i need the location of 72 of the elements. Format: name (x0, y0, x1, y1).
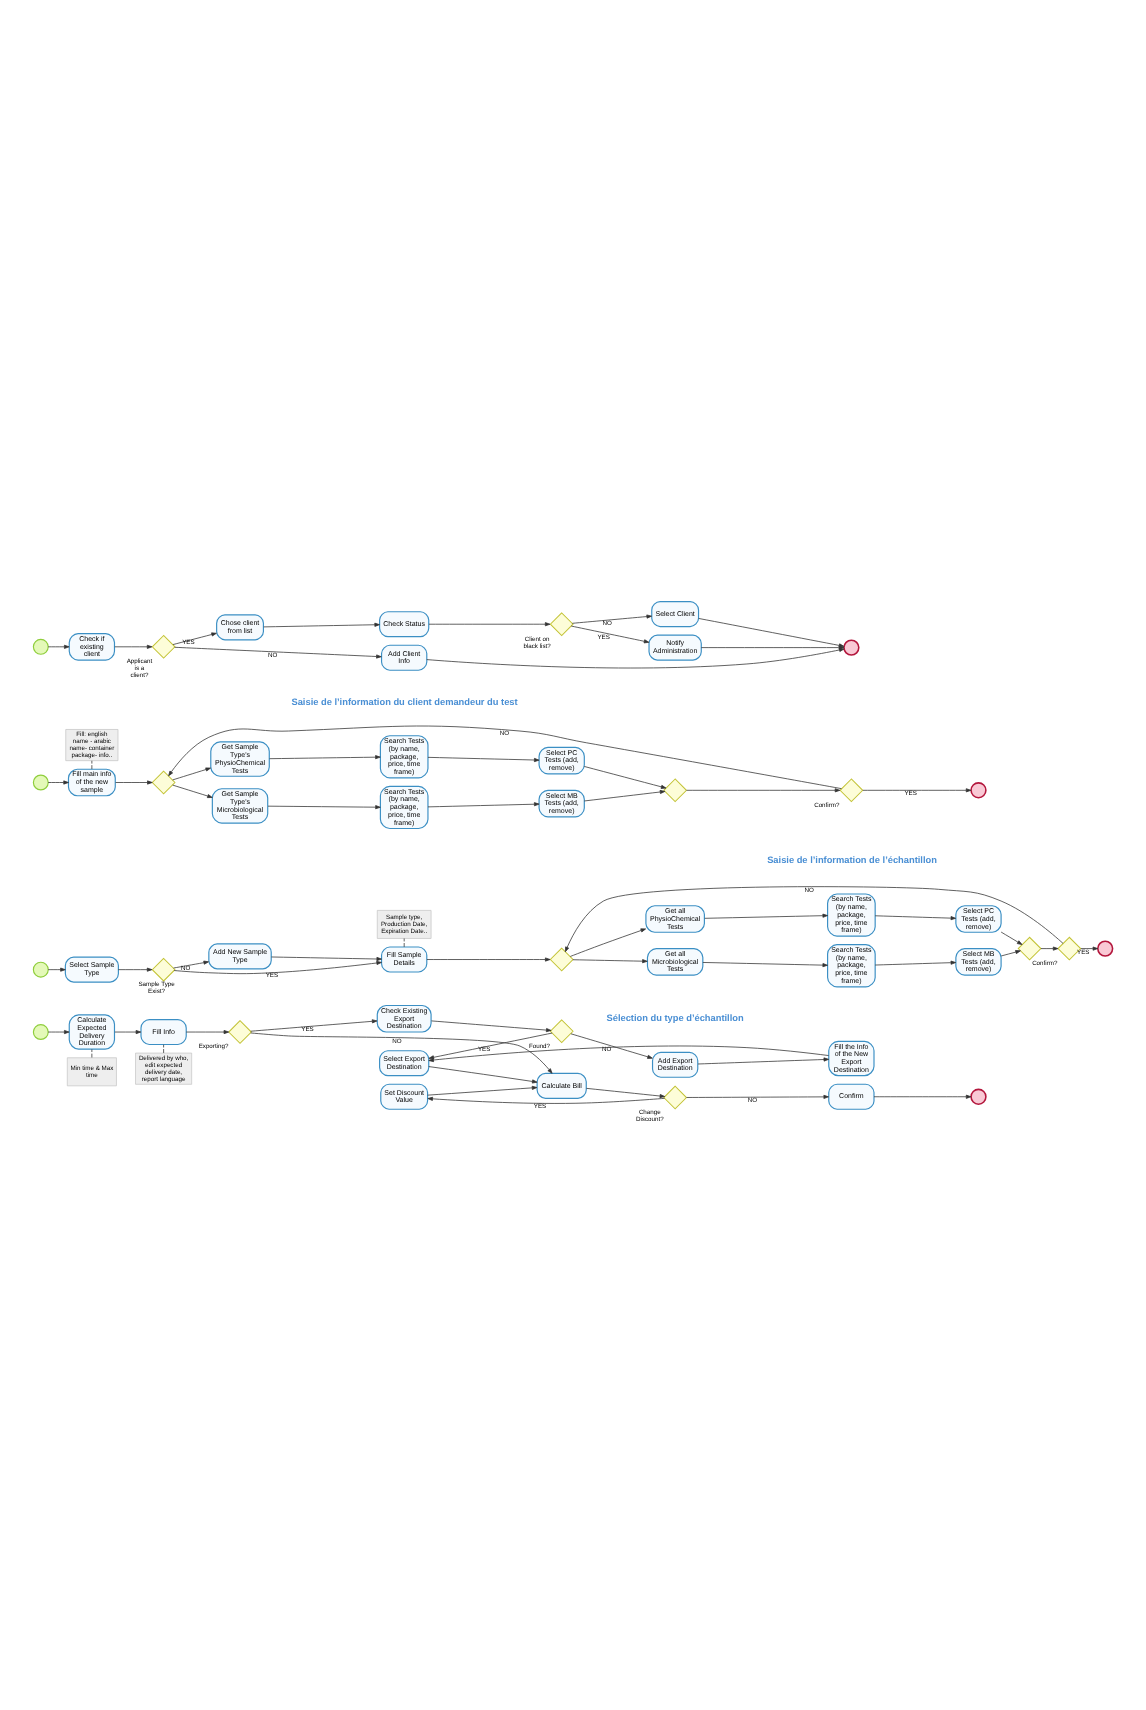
arrow (569, 927, 647, 956)
node-diamond (839, 777, 864, 802)
arrow (47, 1029, 70, 1034)
arrow (428, 1065, 538, 1083)
arrow (267, 804, 381, 809)
arrow (1000, 949, 1021, 956)
arrow (427, 1084, 538, 1095)
node-diamond (151, 633, 176, 658)
arrow (173, 959, 382, 974)
node-circle (32, 960, 49, 977)
arrow (172, 783, 213, 797)
node-diamond (663, 777, 688, 802)
arrow (428, 621, 551, 626)
arrow (250, 1018, 378, 1031)
node-diamond (663, 1084, 688, 1109)
arrow (862, 787, 972, 792)
arrow (697, 1056, 830, 1064)
node-circle (970, 781, 987, 798)
arrow (572, 613, 652, 623)
node-diamond (228, 1019, 253, 1044)
arrow (428, 1031, 553, 1059)
arrow (874, 914, 957, 920)
arrow (115, 779, 153, 784)
arrow (168, 724, 842, 789)
arrow (570, 624, 650, 643)
connector (163, 1043, 164, 1053)
arrow (583, 765, 667, 788)
arrow (704, 912, 828, 918)
arrow (686, 1093, 829, 1098)
arrow (570, 1032, 653, 1058)
node-circle (1097, 939, 1114, 956)
arrow (1000, 930, 1023, 944)
arrow (427, 801, 540, 807)
arrow (174, 645, 382, 658)
node-diamond (549, 1018, 574, 1043)
arrow (426, 956, 551, 961)
arrow (873, 1093, 972, 1098)
node-diamond (151, 956, 176, 981)
arrow (271, 955, 382, 961)
arrow (172, 766, 211, 780)
node-circle (970, 1087, 987, 1104)
arrow (47, 966, 66, 971)
arrow (172, 631, 217, 644)
arrow (874, 959, 957, 965)
arrow (250, 1031, 553, 1073)
arrow (114, 1029, 142, 1034)
arrow (572, 958, 648, 963)
arrow (1080, 945, 1099, 950)
node-diamond (549, 611, 574, 636)
arrow (118, 966, 153, 971)
node-circle (32, 637, 49, 654)
arrow (114, 643, 153, 648)
arrow (427, 755, 540, 762)
arrow (427, 1095, 665, 1103)
arrow (263, 621, 380, 627)
arrow (1040, 945, 1059, 950)
node-circle (843, 638, 860, 655)
arrow (702, 961, 828, 967)
arrow (269, 754, 381, 759)
arrow (185, 1029, 230, 1034)
arrow (47, 779, 69, 784)
node-circle (32, 773, 49, 790)
arrow (564, 885, 1064, 952)
arrow (47, 643, 70, 648)
arrow (583, 788, 666, 801)
arrow (686, 787, 841, 792)
arrow (173, 959, 209, 968)
node-circle (32, 1023, 49, 1040)
arrow (428, 1044, 829, 1062)
arrow (431, 1019, 552, 1032)
arrow (426, 646, 845, 668)
arrow (586, 1086, 666, 1098)
